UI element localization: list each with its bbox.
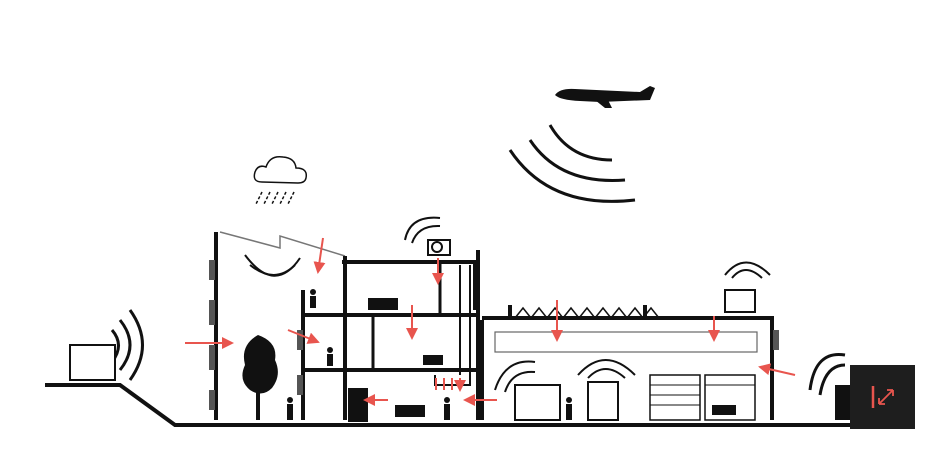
expand-icon [871,386,894,408]
machine-icon [587,381,619,421]
person-icon [287,289,572,420]
tree-icon [242,335,278,420]
ground-line [45,383,850,427]
rain-cloud-icon [253,155,308,205]
machine-icon [514,384,561,421]
arrow-icon [185,237,796,406]
generator-icon [69,344,116,381]
airplane-icon [555,86,655,108]
signal-waves-icon [110,124,846,396]
truck-icon [835,385,850,420]
expand-button[interactable] [850,365,915,429]
middle-building [301,250,480,420]
generator-icon [724,289,756,313]
forklift-icon [712,405,736,415]
right-building [480,305,774,420]
